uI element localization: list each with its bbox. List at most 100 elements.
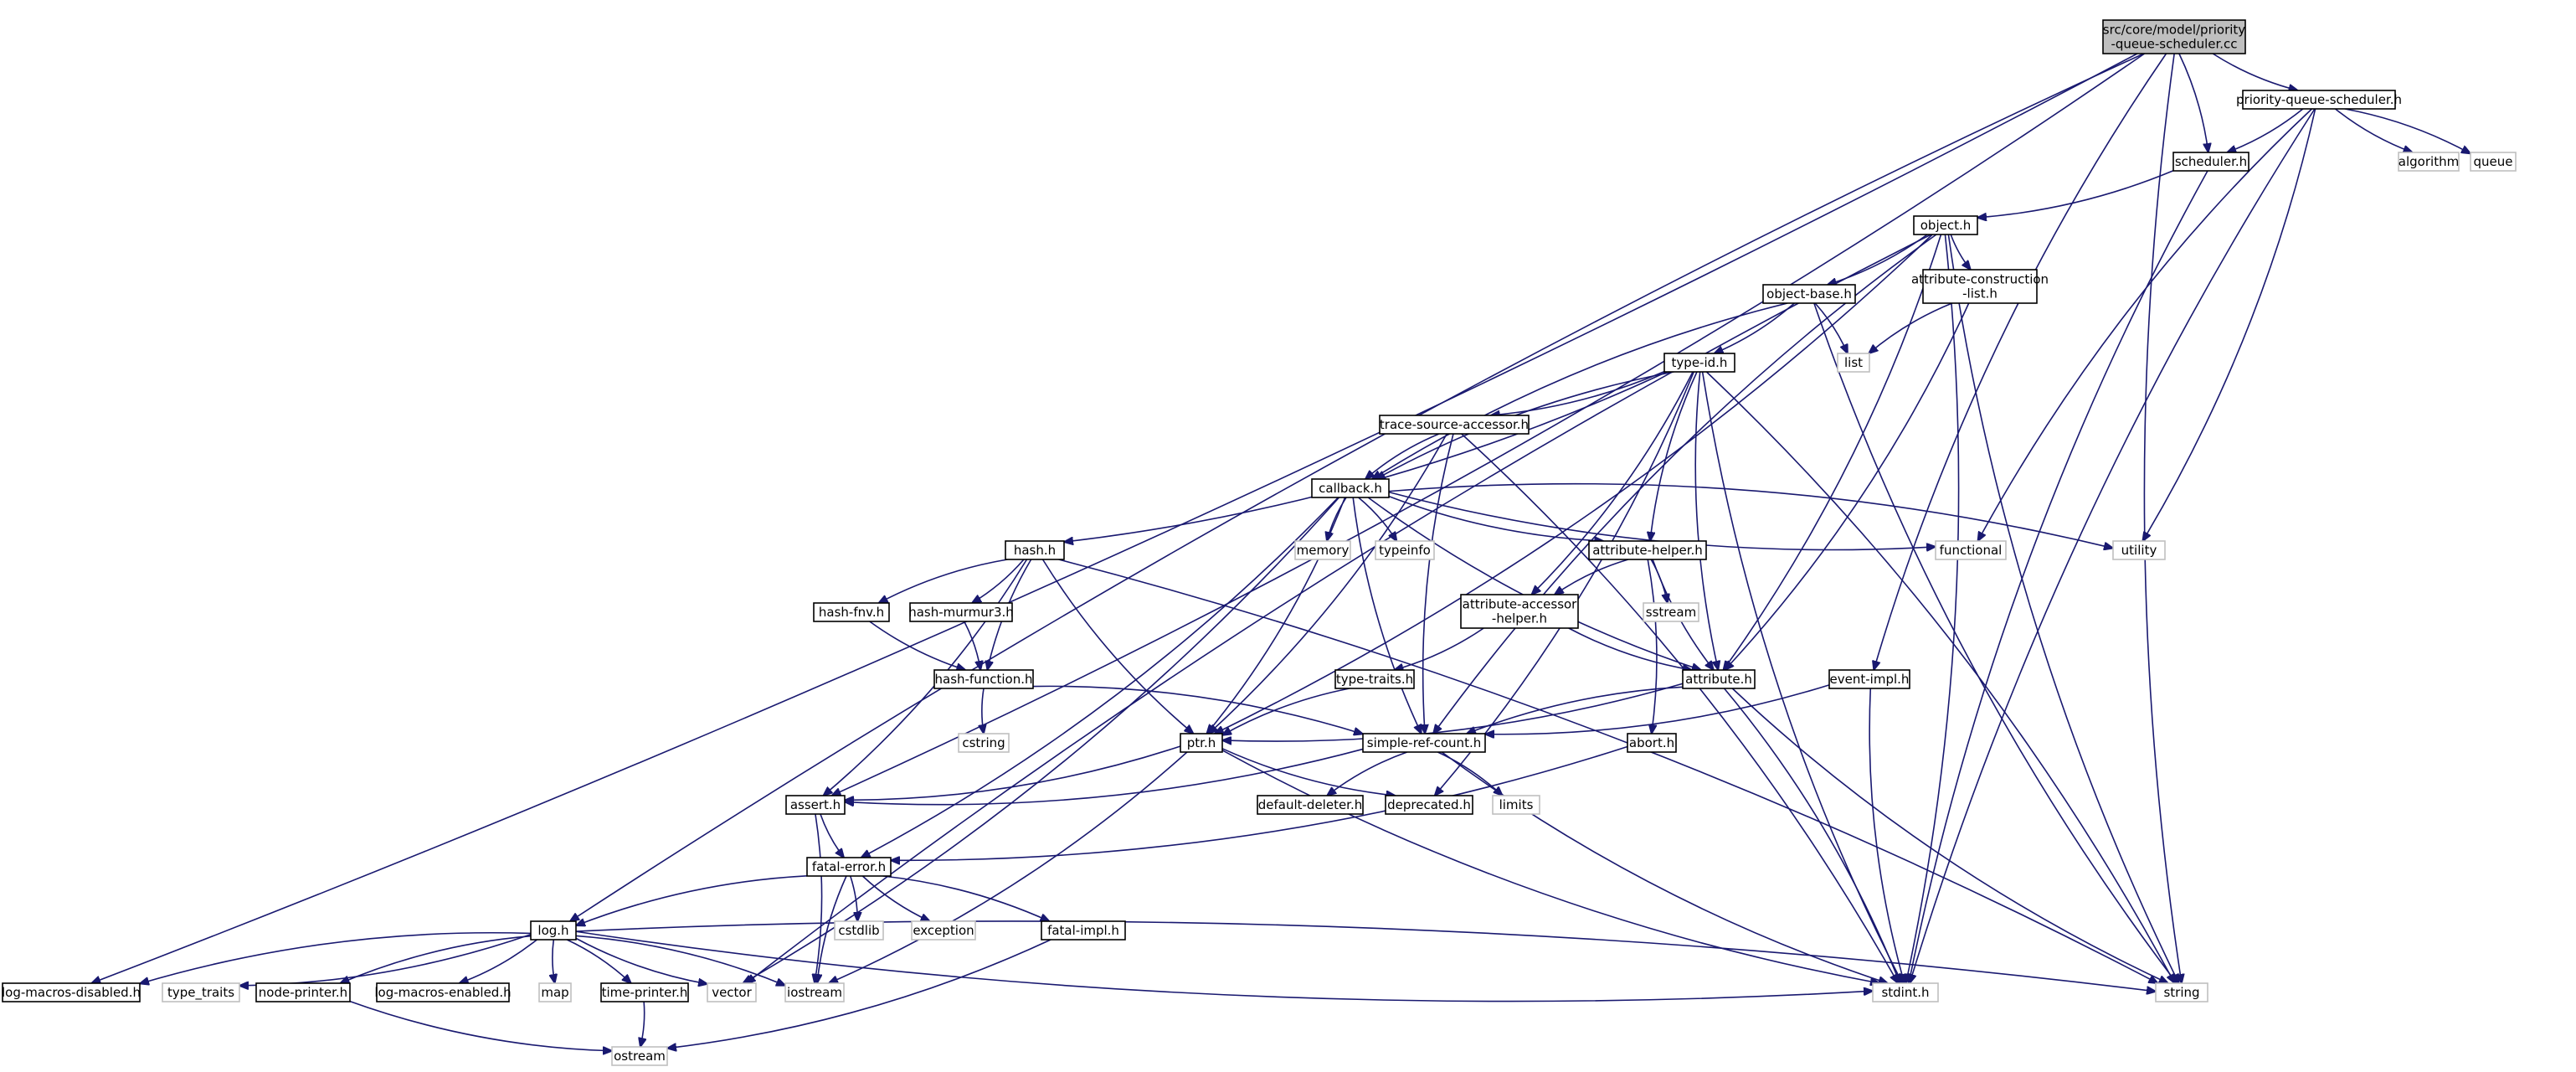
edge-attr_accessor_h-to-attribute_h [1568, 627, 1692, 670]
edge-simple_ref_h-to-assert_h [845, 748, 1364, 804]
edge-object_base_h-to-type_id_h [1715, 302, 1795, 353]
edge-event_impl_h-to-stdint_h [1869, 688, 1905, 983]
edge-fatal_error_h-to-fatal_impl_h [882, 875, 1050, 921]
edge-attr_accessor_h-to-type_traits_h [1394, 627, 1484, 670]
edge-attr_helper_h-to-attr_accessor_h [1555, 559, 1629, 595]
node-box [784, 982, 845, 1002]
node-label: exception [913, 923, 974, 938]
edge-pqs_h-to-utility [2142, 108, 2316, 541]
node-event-impl-h[interactable]: event-impl.h [1828, 669, 1910, 689]
node-ostream: ostream [611, 1046, 668, 1066]
edge-fatal_error_h-to-iostream [817, 875, 847, 983]
node-hash-function-h[interactable]: hash-function.h [933, 669, 1034, 689]
node-default-deleter-h[interactable]: default-deleter.h [1257, 795, 1364, 815]
node-label: string [2163, 985, 2199, 1000]
edge-simple_ref_h-to-stdint_h [1441, 751, 1888, 983]
node-log-h[interactable]: log.h [530, 920, 577, 941]
node-abort-h[interactable]: abort.h [1627, 733, 1677, 753]
edge-object_h-to-string [1947, 234, 2178, 983]
node-callback-h[interactable]: callback.h [1311, 478, 1390, 498]
edge-attribute_h-to-ptr_h [1222, 683, 1684, 741]
edge-type_traits_h-to-ptr_h [1222, 688, 1350, 735]
node-log-enabled-h[interactable]: log-macros-enabled.h [374, 982, 512, 1002]
edge-type_id_h-to-string [1705, 371, 2174, 983]
node-box [1375, 540, 1435, 560]
node-trace-src-h[interactable]: trace-source-accessor.h [1379, 415, 1530, 435]
node-label: attribute-helper.h [1592, 543, 1703, 558]
node-label: attribute.h [1685, 672, 1752, 687]
node-hash-fnv-h[interactable]: hash-fnv.h [813, 602, 890, 622]
node-label: memory [1297, 543, 1350, 558]
node-box [806, 857, 892, 877]
node-attr-constr-h[interactable]: attribute-construction-list.h [1911, 269, 2049, 304]
node-box [834, 920, 884, 941]
node-box [1935, 540, 2007, 560]
edge-attr_constr_h-to-list [1869, 302, 1953, 353]
edge-hash_fnv_h-to-hash_function_h [869, 621, 966, 670]
node-type-traits-h[interactable]: type-traits.h [1334, 669, 1415, 689]
edge-scheduler_h-to-object_h [1977, 170, 2174, 218]
edge-object_base_h-to-list [1814, 302, 1848, 353]
edge-object_h-to-ptr_h [1215, 234, 1933, 734]
node-scheduler-h[interactable]: scheduler.h [2172, 152, 2250, 172]
node-pqs-h[interactable]: priority-queue-scheduler.h [2236, 90, 2402, 110]
node-box [1334, 669, 1415, 689]
node-box [162, 982, 240, 1002]
node-object-h[interactable]: object.h [1913, 215, 1978, 235]
node-fatal-impl-h[interactable]: fatal-impl.h [1041, 920, 1126, 941]
edge-pqs_h-to-algorithm [2334, 108, 2412, 152]
node-box [1643, 602, 1699, 622]
node-box [1913, 215, 1978, 235]
node-attr-accessor-h[interactable]: attribute-accessor-helper.h [1460, 594, 1579, 629]
node-ptr-h[interactable]: ptr.h [1180, 733, 1223, 753]
edge-log_h-to-node_printer_h [340, 935, 532, 983]
edge-root-to-pqs_h [2212, 53, 2297, 90]
node-label: queue [2474, 154, 2513, 169]
node-box [611, 1046, 668, 1066]
node-label: hash-fnv.h [819, 605, 884, 620]
node-attr-helper-h[interactable]: attribute-helper.h [1588, 540, 1707, 560]
node-box [2398, 152, 2460, 172]
edge-root-to-string [2143, 53, 2181, 983]
edge-hash_function_h-to-simple_ref_h [1032, 685, 1363, 734]
node-label: stdint.h [1881, 985, 1929, 1000]
node-log-disabled-h[interactable]: log-macros-disabled.h [2, 982, 141, 1002]
node-simple-ref-h[interactable]: simple-ref-count.h [1362, 733, 1486, 753]
edge-ptr_h-to-assert_h [845, 745, 1181, 800]
node-label: type-traits.h [1336, 672, 1413, 687]
node-hash-h[interactable]: hash.h [1005, 540, 1065, 560]
node-label: -helper.h [1492, 611, 1547, 626]
edge-simple_ref_h-to-default_deleter_h [1327, 751, 1408, 796]
edges-layer [91, 53, 2471, 1051]
node-object-base-h[interactable]: object-base.h [1762, 284, 1856, 304]
node-vector: vector [707, 982, 757, 1002]
node-box [2155, 982, 2208, 1002]
edge-pqs_h-to-stdint_h [1910, 108, 2316, 983]
node-time-printer-h[interactable]: time-printer.h [600, 982, 689, 1002]
edge-attribute_h-to-stdint_h [1723, 688, 1900, 983]
node-label: ostream [614, 1049, 666, 1064]
edge-callback_h-to-utility [1388, 482, 2113, 549]
node-box [1385, 795, 1473, 815]
node-hash-murmur-h[interactable]: hash-murmur3.h [908, 602, 1014, 622]
edge-log_h-to-vector [575, 937, 707, 984]
node-label: -queue-scheduler.cc [2111, 37, 2237, 52]
node-label: -list.h [1962, 286, 1998, 302]
node-label: sstream [1646, 605, 1696, 620]
node-assert-h[interactable]: assert.h [785, 795, 846, 815]
node-label: priority-queue-scheduler.h [2236, 92, 2402, 107]
node-cstdlib: cstdlib [834, 920, 884, 941]
node-fatal-error-h[interactable]: fatal-error.h [806, 857, 892, 877]
node-label: list [1844, 355, 1863, 370]
node-deprecated-h[interactable]: deprecated.h [1385, 795, 1473, 815]
edge-hash_h-to-hash_fnv_h [879, 559, 1008, 603]
node-root[interactable]: src/core/model/priority-queue-scheduler.… [2102, 19, 2246, 54]
edge-object_h-to-attribute_h [1724, 234, 1942, 670]
edge-trace_src_h-to-simple_ref_h [1423, 433, 1454, 734]
node-type-id-h[interactable]: type-id.h [1663, 353, 1735, 373]
edge-type_id_h-to-attribute_h [1694, 371, 1718, 670]
node-exception: exception [911, 920, 976, 941]
node-node-printer-h[interactable]: node-printer.h [255, 982, 351, 1002]
node-algorithm: algorithm [2398, 152, 2460, 172]
node-attribute-h[interactable]: attribute.h [1682, 669, 1756, 689]
